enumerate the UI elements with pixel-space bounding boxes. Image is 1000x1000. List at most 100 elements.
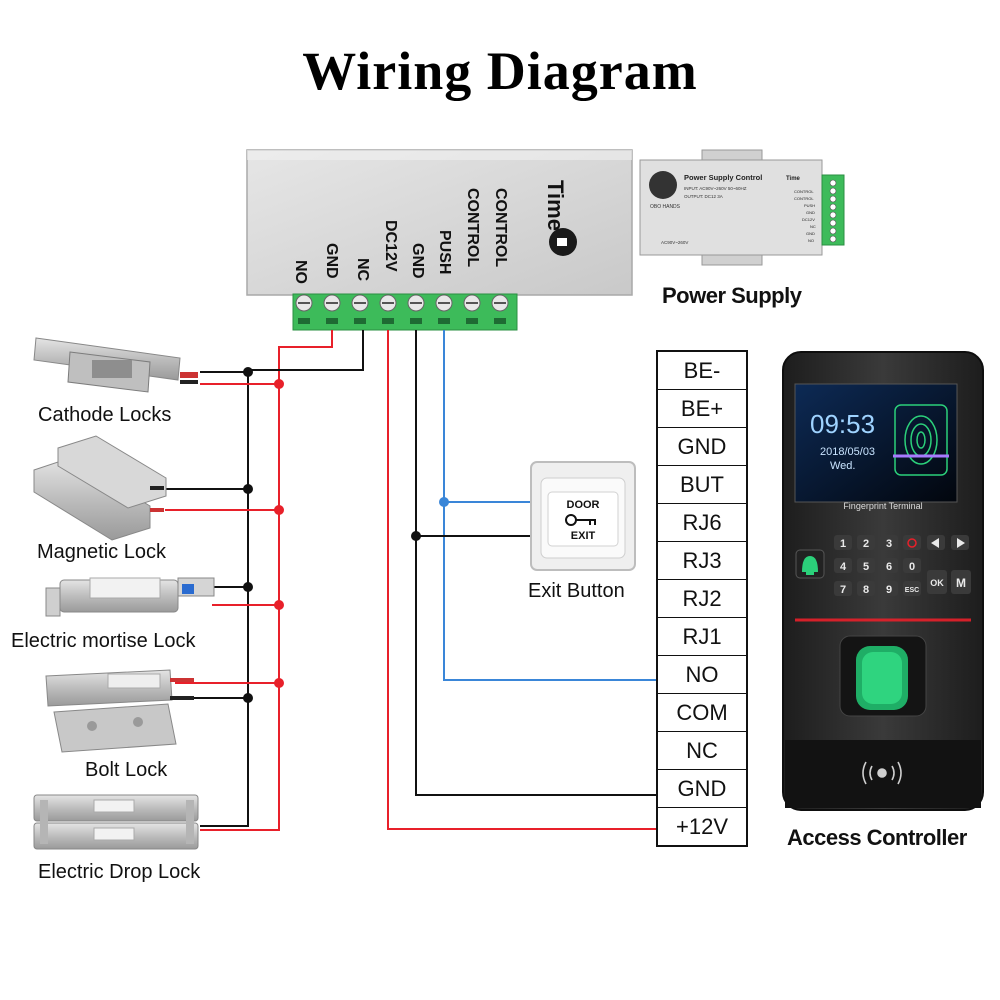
power-terminal-label: PUSH — [436, 230, 453, 274]
exit-button-image: DOOR EXIT — [530, 461, 636, 571]
keypad-key[interactable]: 6 — [880, 558, 898, 573]
lock-label-mortise: Electric mortise Lock — [11, 630, 196, 652]
arrow-right-icon[interactable] — [951, 535, 969, 550]
junction-dots — [243, 367, 449, 703]
access-controller-device: 09:53 2018/05/03 Wed. Fingerprint Termin… — [782, 351, 984, 811]
thumbnail-terminal-label: NC — [810, 224, 816, 229]
power-terminal-label: CONTROL — [464, 188, 481, 267]
svg-text:5: 5 — [863, 561, 869, 573]
lock-label-cathode: Cathode Locks — [38, 404, 172, 426]
thumbnail-header: Power Supply Control — [684, 173, 762, 182]
table-row: RJ2 — [657, 579, 747, 618]
table-row: COM — [657, 693, 747, 732]
thumbnail-footer: AC90V~260V — [661, 240, 688, 245]
svg-text:4: 4 — [840, 561, 847, 573]
terminal-label: BE+ — [657, 389, 747, 428]
keypad-key-ok[interactable]: OK — [927, 570, 947, 594]
terminal-label: RJ6 — [657, 503, 747, 542]
key-icon — [565, 514, 596, 526]
terminal-label: +12V — [676, 813, 728, 839]
table-row: RJ6 — [657, 503, 747, 542]
power-key-icon[interactable] — [903, 535, 921, 550]
power-terminal-labels: NO GND NC DC12V GND PUSH CONTROL CONTROL — [292, 188, 509, 284]
keypad-key[interactable]: 2 — [857, 535, 875, 550]
power-terminal-label: DC12V — [382, 220, 399, 272]
keypad-key-esc[interactable]: ESC — [903, 581, 921, 596]
table-row: BE- — [657, 351, 747, 390]
lock-label-magnetic: Magnetic Lock — [37, 541, 166, 563]
svg-text:9: 9 — [886, 584, 892, 596]
terminal-label: RJ2 — [657, 579, 747, 618]
keypad-key[interactable]: 7 — [834, 581, 852, 596]
blue-wire-push — [443, 330, 656, 681]
power-terminal-label: NC — [354, 258, 371, 282]
keypad-key[interactable]: 8 — [857, 581, 875, 596]
thumbnail-terminal-label: GND — [806, 210, 815, 215]
power-supply-brand-text: Time — [543, 180, 568, 231]
drop-lock-image — [33, 794, 199, 850]
red-wire-lock-bus — [200, 330, 333, 831]
keypad-key[interactable]: 0 — [903, 558, 921, 573]
terminal-label: GND — [657, 769, 747, 808]
brand-logo-icon — [649, 171, 677, 199]
black-wire-gnd — [415, 330, 656, 796]
thumbnail-output: OUTPUT: DC12 3A — [684, 194, 723, 199]
controller-date: 2018/05/03 — [820, 446, 875, 458]
nfc-icon — [862, 761, 902, 785]
terminal-label: BE- — [657, 351, 747, 390]
keypad-key[interactable]: 5 — [857, 558, 875, 573]
table-row: RJ1 — [657, 617, 747, 656]
svg-text:M: M — [956, 576, 966, 590]
keypad-key-m[interactable]: M — [951, 570, 971, 594]
mortise-lock-image — [45, 577, 215, 617]
thumbnail-time: Time — [786, 176, 801, 182]
thumbnail-terminal-label: DC12V — [802, 217, 815, 222]
exit-button-exit-text: EXIT — [571, 530, 596, 542]
clock-hand-icon — [549, 228, 577, 256]
thumbnail-terminal-label: PUSH — [804, 203, 815, 208]
magnetic-lock-image — [33, 435, 167, 541]
black-wire-lock-bus — [200, 330, 364, 827]
power-terminal-label: NO — [292, 260, 309, 284]
fingerprint-icon — [893, 404, 949, 476]
exit-button-label: Exit Button — [528, 580, 625, 602]
table-row: NC — [657, 731, 747, 770]
terminal-label: RJ1 — [657, 617, 747, 656]
terminal-label: BUT — [657, 465, 747, 504]
fingerprint-sensor[interactable] — [839, 635, 927, 717]
exit-button-door-text: DOOR — [567, 499, 600, 511]
bell-icon — [795, 549, 825, 579]
arrow-left-icon[interactable] — [927, 535, 945, 550]
terminal-label: COM — [657, 693, 747, 732]
svg-text:7: 7 — [840, 584, 846, 596]
cathode-lock-image — [33, 337, 198, 393]
keypad-key[interactable]: 9 — [880, 581, 898, 596]
power-supply-thumbnail: OBO HANDS Power Supply Control INPUT: AC… — [639, 149, 845, 266]
table-row: BUT — [657, 465, 747, 504]
svg-text:3: 3 — [886, 538, 892, 550]
thumbnail-brand: OBO HANDS — [650, 204, 681, 210]
power-terminal-label: CONTROL — [492, 188, 509, 267]
thumbnail-terminal-label: NO — [808, 238, 814, 243]
terminal-label: GND — [657, 427, 747, 466]
access-controller-label: Access Controller — [787, 825, 967, 850]
table-row: GND — [657, 769, 747, 808]
table-row: RJ3 — [657, 541, 747, 580]
controller-device-name: Fingerprint Terminal — [843, 501, 922, 511]
svg-text:8: 8 — [863, 584, 869, 596]
keypad-key[interactable]: 3 — [880, 535, 898, 550]
bolt-lock-image — [45, 669, 194, 753]
lock-label-bolt: Bolt Lock — [85, 759, 168, 781]
power-supply-label: Power Supply — [662, 283, 802, 308]
thumbnail-terminal-label: CONTROL — [794, 196, 814, 201]
lock-label-drop: Electric Drop Lock — [38, 861, 201, 883]
controller-clock: 09:53 — [810, 409, 875, 439]
power-supply-unit — [246, 149, 633, 296]
keypad-key[interactable]: 4 — [834, 558, 852, 573]
svg-text:2: 2 — [863, 538, 869, 550]
thumbnail-terminal-label: CONTROL — [794, 189, 814, 194]
svg-text:0: 0 — [909, 561, 915, 573]
keypad-key[interactable]: 1 — [834, 535, 852, 550]
